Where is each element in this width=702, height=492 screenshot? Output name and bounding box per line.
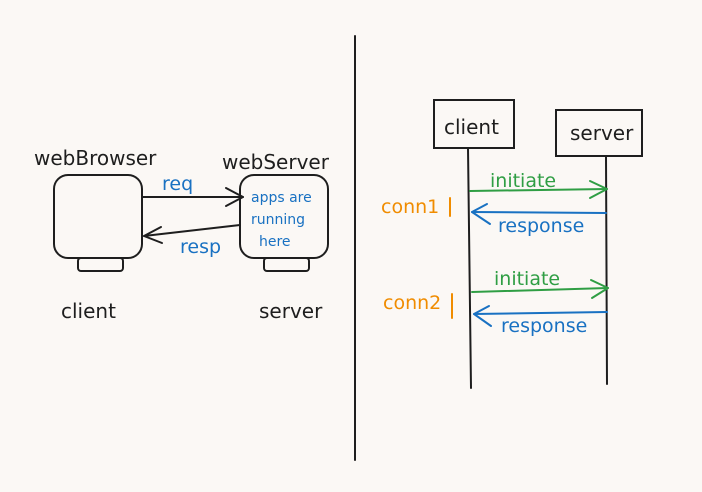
conn2-initiate-arrowhead [590, 279, 609, 299]
server-caption: server [259, 299, 323, 323]
server-lifeline-label: server [570, 121, 634, 145]
conn2-response-arrowhead [473, 305, 492, 327]
resp-arrow-head [143, 226, 163, 244]
server-text-line-2: running [251, 212, 305, 228]
conn2-label: conn2 [383, 292, 441, 314]
client-lifeline-box [433, 99, 515, 149]
server-text-line-1: apps are [251, 190, 312, 206]
conn1-response-arrow [471, 211, 607, 214]
webserver-label: webServer [222, 150, 330, 174]
resp-arrow-line [143, 224, 241, 237]
conn2-response-label: response [501, 315, 587, 337]
client-server-diagram: webBrowser webServer apps are running he… [34, 146, 330, 323]
conn1-initiate-arrow [469, 188, 608, 192]
req-arrow-head [225, 187, 244, 207]
browser-label: webBrowser [34, 146, 157, 170]
server-lifeline [605, 155, 608, 385]
conn2-initiate-label: initiate [494, 268, 560, 290]
client-lifeline-label: client [444, 115, 499, 139]
server-text-line-3: here [259, 234, 291, 250]
conn1-response-label: response [498, 215, 584, 237]
conn2-response-arrow [473, 311, 608, 315]
conn1-initiate-label: initiate [490, 170, 556, 192]
browser-stand [77, 257, 124, 272]
conn1-response-arrowhead [471, 203, 491, 225]
req-label: req [162, 173, 193, 195]
server-stand [263, 257, 310, 272]
resp-label: resp [180, 236, 221, 258]
client-lifeline [467, 147, 472, 389]
client-caption: client [61, 299, 116, 323]
conn1-label: conn1 [381, 196, 439, 218]
server-lifeline-box [555, 109, 643, 157]
conn2-initiate-arrow [471, 287, 609, 293]
conn1-initiate-arrowhead [589, 180, 608, 199]
sequence-diagram: client server conn1 initiate response co… [381, 99, 643, 389]
